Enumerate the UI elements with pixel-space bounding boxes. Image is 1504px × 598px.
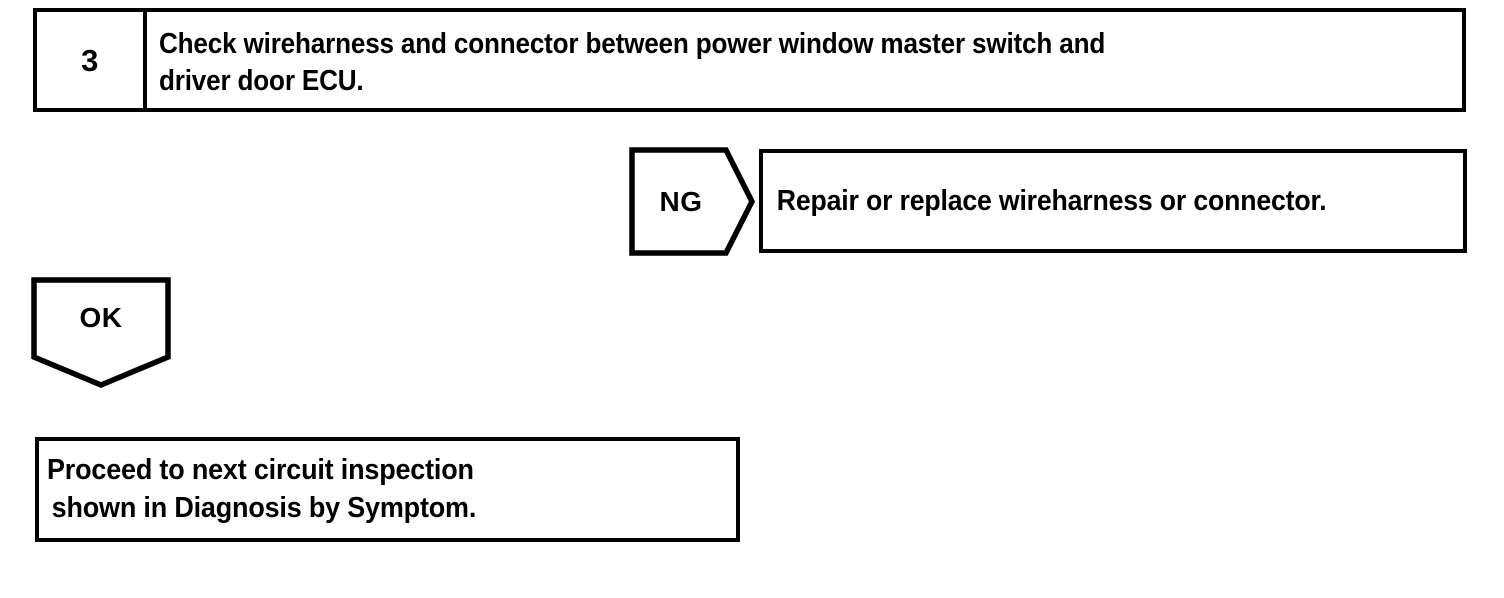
step-number-cell: 3 — [37, 12, 147, 108]
ok-branch-label: OK — [79, 302, 123, 333]
ok-result-box: Proceed to next circuit inspection shown… — [35, 437, 740, 542]
ng-result-text: Repair or replace wireharness or connect… — [776, 184, 1327, 217]
ng-branch-label: NG — [659, 185, 703, 217]
ok-result-text: Proceed to next circuit inspection shown… — [47, 452, 679, 527]
ok-pentagon-shape — [31, 277, 171, 388]
ng-pentagon-shape — [629, 147, 755, 256]
step-instruction-text: Check wireharness and connector between … — [159, 26, 1320, 99]
step-instruction-line-2: driver door ECU. — [159, 64, 364, 97]
ok-result-line-1: Proceed to next circuit inspection — [47, 454, 474, 486]
step-number: 3 — [81, 42, 99, 78]
step-instruction-box: 3 Check wireharness and connector betwee… — [33, 8, 1466, 112]
ng-result-box: Repair or replace wireharness or connect… — [759, 149, 1467, 253]
ok-result-line-2: shown in Diagnosis by Symptom. — [51, 491, 477, 524]
step-instruction-line-1: Check wireharness and connector between … — [159, 28, 1106, 60]
